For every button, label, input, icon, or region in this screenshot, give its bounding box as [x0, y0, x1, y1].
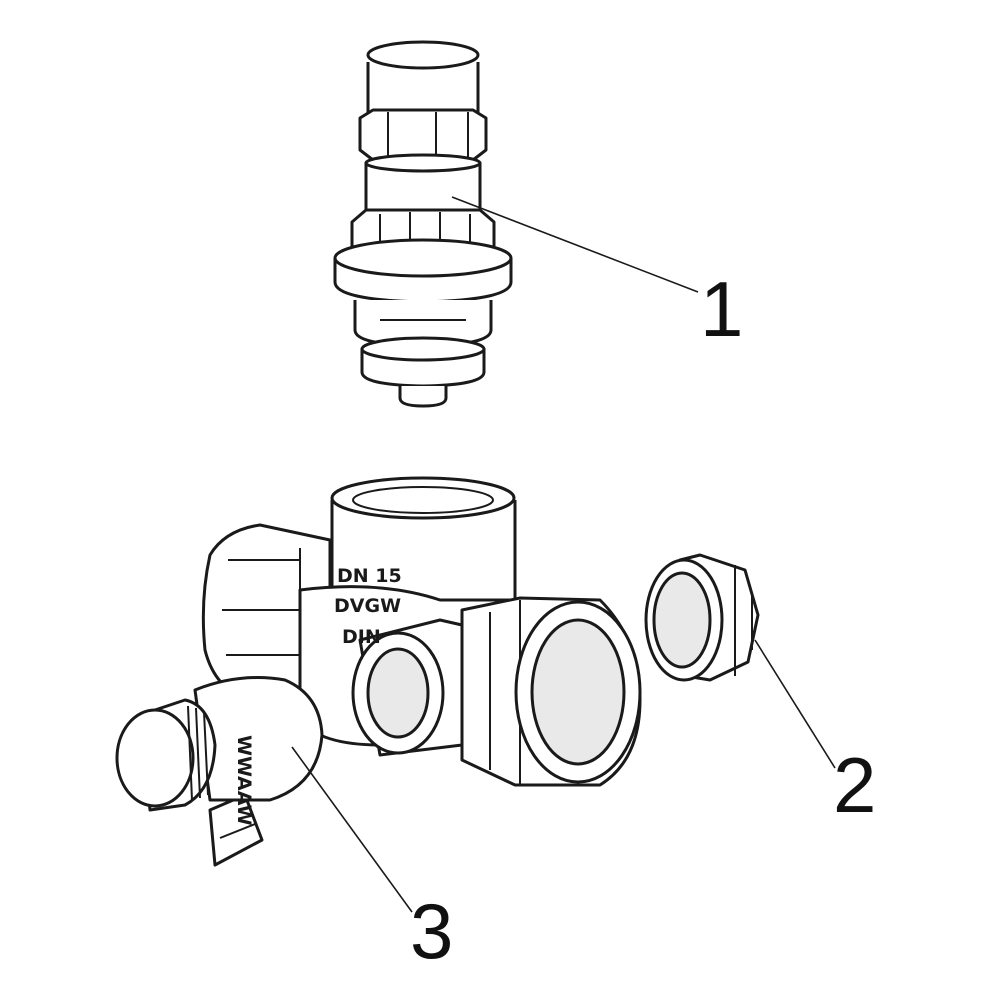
marking-standard: DVGW [334, 595, 401, 617]
marking-size: DN 15 [337, 565, 402, 587]
part-2-plug [644, 553, 760, 682]
part-3-drain-valve: WWAAW [115, 676, 324, 867]
part-1-cartridge [333, 40, 513, 408]
callout-1: 1 [700, 265, 743, 353]
callout-2: 2 [833, 741, 876, 829]
leader-1 [451, 196, 699, 293]
leader-3 [291, 746, 413, 913]
leader-2 [754, 639, 836, 769]
marking-din: DIN [342, 626, 381, 648]
body-markings: DN 15 DVGW DIN [334, 565, 402, 648]
valve-body [201, 476, 642, 787]
knurl-marking: WWAAW [233, 735, 255, 826]
callout-3: 3 [410, 887, 453, 975]
